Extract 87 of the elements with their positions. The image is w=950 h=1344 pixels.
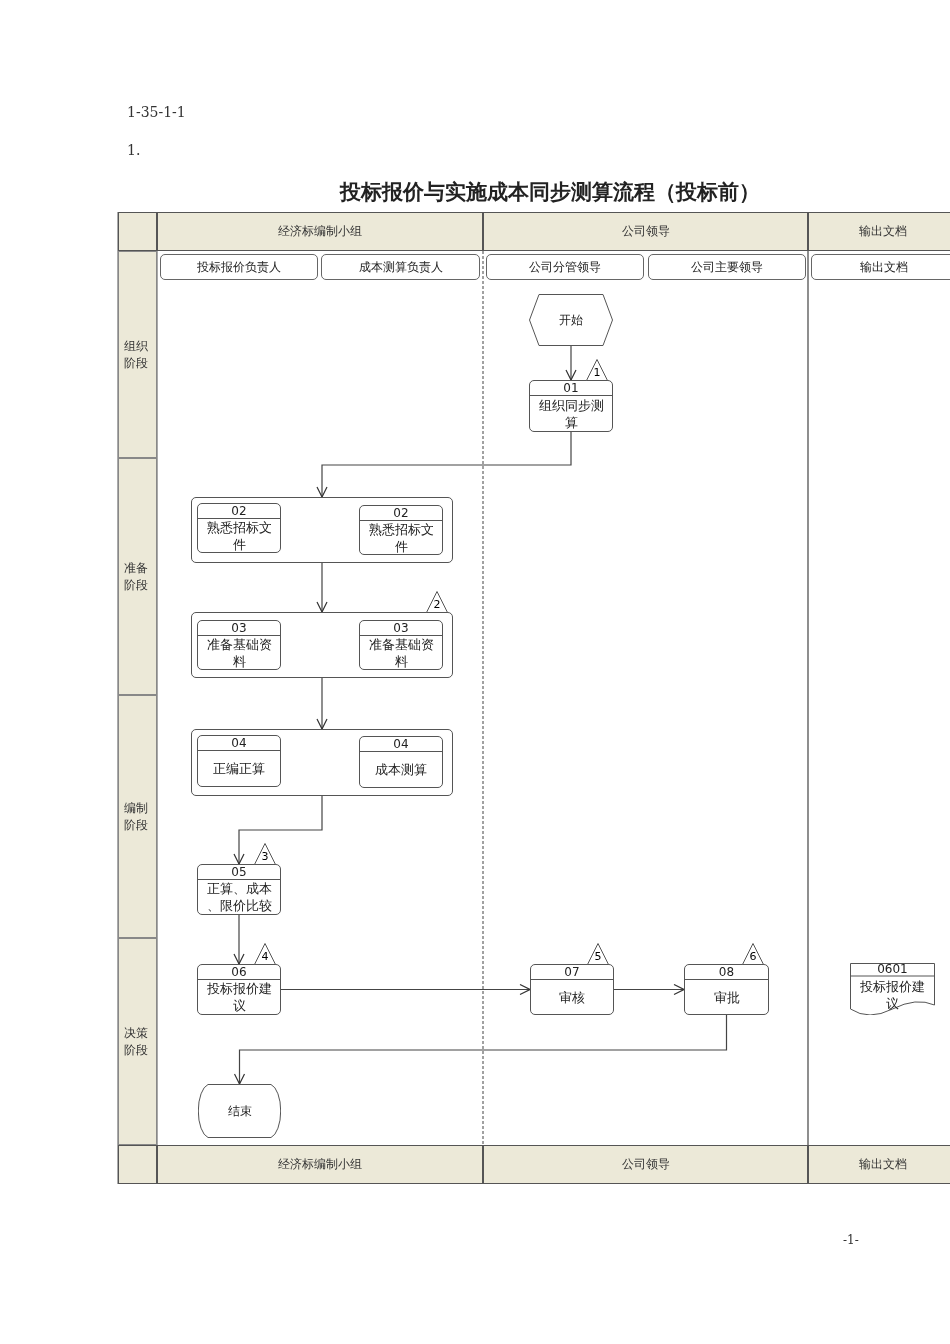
header-label: 公司领导 bbox=[621, 223, 670, 240]
header-label: 输出文档 bbox=[859, 1156, 907, 1173]
step-label: 投标报价建议 bbox=[859, 978, 926, 1012]
step-label: 准备基础资料 bbox=[205, 636, 273, 670]
callout-number: 1 bbox=[586, 359, 608, 381]
step-number: 0601 bbox=[876, 963, 909, 976]
role-header bbox=[811, 254, 950, 280]
step-number: 02 bbox=[360, 506, 442, 521]
group-box bbox=[191, 497, 453, 563]
process-box bbox=[359, 736, 443, 788]
step-label: 审核 bbox=[558, 988, 586, 1007]
arrow bbox=[233, 1014, 728, 1085]
arrow bbox=[233, 795, 323, 865]
header-label: 输出文档 bbox=[859, 258, 908, 276]
step-label: 成本测算 bbox=[374, 761, 428, 779]
arrow bbox=[233, 914, 245, 965]
start-hexagon bbox=[529, 294, 613, 346]
lane-header bbox=[808, 1145, 950, 1184]
end-terminal bbox=[198, 1084, 281, 1138]
document-shape bbox=[850, 963, 935, 1015]
lane-header bbox=[157, 1145, 483, 1184]
arrow bbox=[280, 983, 531, 996]
step-label: 投标报价建议 bbox=[205, 980, 273, 1014]
arrow bbox=[316, 562, 328, 613]
phase-cell bbox=[118, 458, 157, 695]
diagram-title: 投标报价与实施成本同步测算流程（投标前） bbox=[340, 178, 760, 206]
lane-header bbox=[483, 1145, 808, 1184]
process-box bbox=[359, 505, 443, 555]
process-box bbox=[530, 964, 614, 1015]
group-box bbox=[191, 729, 453, 796]
header-label: 成本测算负责人 bbox=[358, 258, 443, 276]
callout-number: 5 bbox=[587, 943, 609, 965]
phase-cell bbox=[118, 695, 157, 938]
arrow bbox=[316, 431, 572, 498]
role-header bbox=[160, 254, 318, 280]
terminal-label: 开始 bbox=[559, 311, 583, 329]
arrow bbox=[316, 677, 328, 730]
phase-label: 准备阶段 bbox=[124, 559, 149, 594]
step-number: 02 bbox=[198, 504, 280, 519]
process-box bbox=[197, 864, 281, 915]
phase-label: 决策阶段 bbox=[124, 1024, 149, 1059]
list-number: 1. bbox=[127, 142, 141, 158]
header-label: 公司主要领导 bbox=[691, 258, 763, 276]
section-number: 1-35-1-1 bbox=[127, 104, 186, 120]
phase-cell bbox=[118, 251, 157, 458]
step-label: 熟悉招标文件 bbox=[367, 521, 435, 555]
callout-number: 4 bbox=[254, 943, 276, 965]
header-label: 输出文档 bbox=[859, 223, 907, 240]
step-label: 熟悉招标文件 bbox=[205, 519, 273, 553]
lane-header bbox=[157, 212, 483, 251]
step-label: 组织同步测算 bbox=[537, 396, 605, 431]
lane-header bbox=[483, 212, 808, 251]
process-box bbox=[529, 380, 613, 432]
process-box bbox=[197, 964, 281, 1015]
arrow bbox=[565, 345, 577, 381]
header-label: 经济标编制小组 bbox=[278, 1156, 362, 1173]
callout-number: 3 bbox=[254, 843, 276, 865]
callout-number: 6 bbox=[742, 943, 764, 965]
terminal-label: 结束 bbox=[227, 1102, 252, 1120]
step-label: 准备基础资料 bbox=[367, 636, 435, 670]
step-label: 正算、成本、限价比较 bbox=[205, 880, 273, 914]
step-number: 04 bbox=[360, 737, 442, 752]
phase-label: 组织阶段 bbox=[124, 337, 149, 372]
arrow bbox=[613, 983, 685, 996]
step-number: 03 bbox=[360, 621, 442, 636]
role-header bbox=[321, 254, 480, 280]
role-header bbox=[486, 254, 644, 280]
header-label: 公司分管领导 bbox=[529, 258, 601, 276]
step-label: 审批 bbox=[712, 988, 741, 1007]
process-box bbox=[197, 620, 281, 670]
process-box bbox=[197, 503, 281, 553]
header-label: 公司领导 bbox=[621, 1156, 670, 1173]
step-number: 04 bbox=[198, 736, 280, 751]
process-box bbox=[684, 964, 769, 1015]
step-number: 03 bbox=[198, 621, 280, 636]
step-label: 正编正算 bbox=[212, 760, 266, 778]
role-header bbox=[648, 254, 806, 280]
process-box bbox=[197, 735, 281, 787]
group-box bbox=[191, 612, 453, 678]
phase-label: 编制阶段 bbox=[124, 799, 149, 834]
page-number: -1- bbox=[843, 1233, 859, 1247]
lane-header bbox=[808, 212, 950, 251]
header-label: 投标报价负责人 bbox=[197, 258, 281, 276]
header-label: 经济标编制小组 bbox=[278, 223, 362, 240]
process-box bbox=[359, 620, 443, 670]
phase-cell bbox=[118, 938, 157, 1145]
callout-number: 2 bbox=[426, 591, 448, 613]
